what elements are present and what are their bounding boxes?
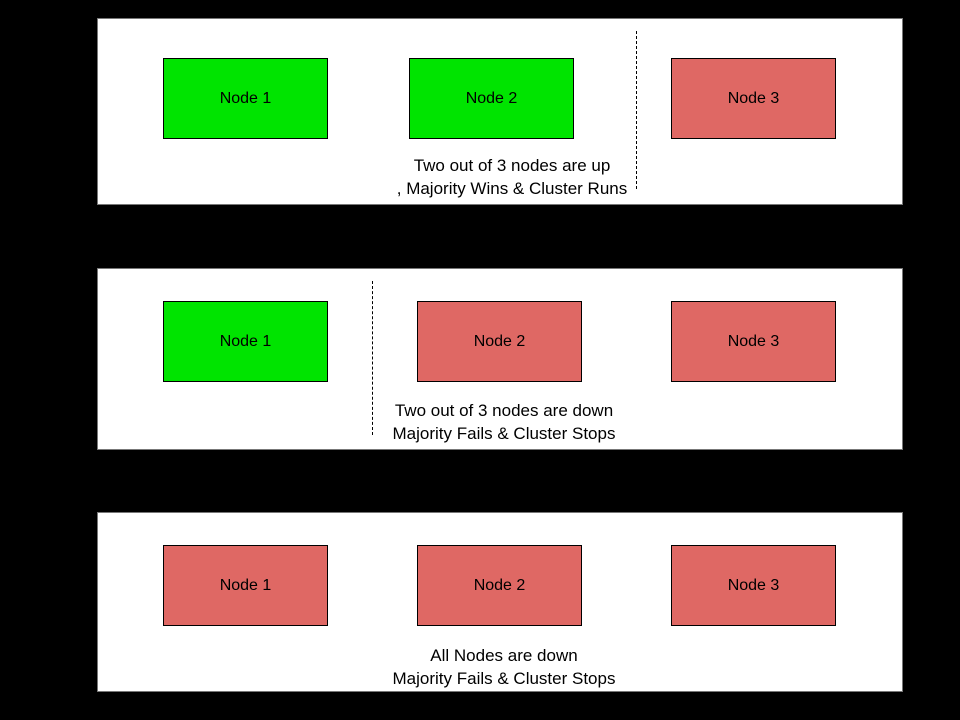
node-box: Node 3 [671, 58, 836, 139]
node-box: Node 1 [163, 545, 328, 626]
node-label: Node 2 [465, 89, 518, 107]
node-label: Node 1 [219, 576, 272, 594]
node-box: Node 2 [417, 301, 582, 382]
caption-line-1: All Nodes are down [430, 646, 578, 665]
panel-two-nodes-up: Node 1 Node 2 Node 3 Two out of 3 nodes … [97, 18, 903, 205]
node-label: Node 2 [473, 576, 526, 594]
panel-all-nodes-down: Node 1 Node 2 Node 3 All Nodes are down … [97, 512, 903, 692]
node-label: Node 3 [727, 576, 780, 594]
node-box: Node 1 [163, 301, 328, 382]
caption-line-2: , Majority Wins & Cluster Runs [396, 179, 628, 198]
node-box: Node 3 [671, 301, 836, 382]
panel-caption: All Nodes are down Majority Fails & Clus… [364, 644, 644, 690]
node-label: Node 1 [219, 89, 272, 107]
panel-caption: Two out of 3 nodes are up , Majority Win… [372, 154, 652, 200]
node-label: Node 2 [473, 332, 526, 350]
caption-line-2: Majority Fails & Cluster Stops [392, 669, 616, 688]
node-label: Node 3 [727, 89, 780, 107]
panel-two-nodes-down: Node 1 Node 2 Node 3 Two out of 3 nodes … [97, 268, 903, 450]
caption-line-2: Majority Fails & Cluster Stops [392, 424, 616, 443]
partition-divider-dashed-line [636, 31, 637, 189]
node-box: Node 3 [671, 545, 836, 626]
node-box: Node 2 [409, 58, 574, 139]
partition-divider-dashed-line [372, 281, 373, 435]
node-label: Node 1 [219, 332, 272, 350]
node-box: Node 2 [417, 545, 582, 626]
node-label: Node 3 [727, 332, 780, 350]
node-box: Node 1 [163, 58, 328, 139]
caption-line-1: Two out of 3 nodes are down [394, 401, 614, 420]
caption-line-1: Two out of 3 nodes are up [413, 156, 611, 175]
panel-caption: Two out of 3 nodes are down Majority Fai… [364, 399, 644, 445]
